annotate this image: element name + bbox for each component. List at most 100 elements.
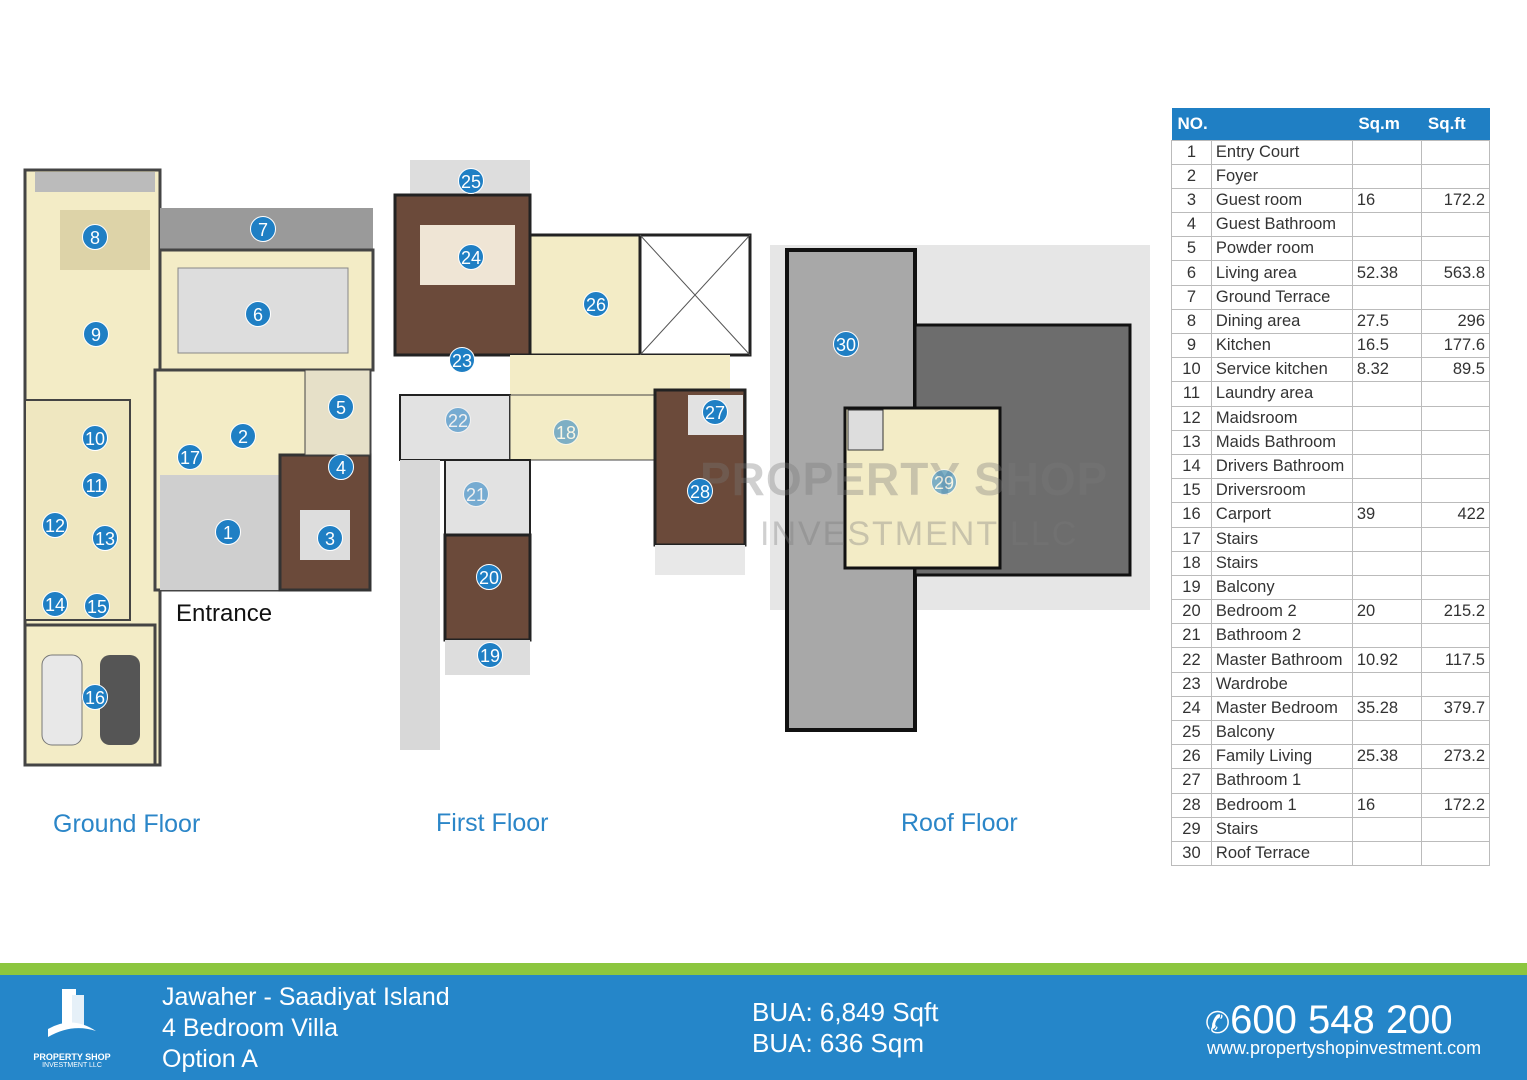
room-sqm [1351, 163, 1423, 189]
phone-icon: ✆ [1205, 1007, 1231, 1040]
room-name: Entry Court [1210, 139, 1353, 165]
room-sqft [1421, 623, 1490, 649]
villa-type: 4 Bedroom Villa [162, 1014, 339, 1042]
roof-floor-plan [770, 245, 1150, 732]
room-sqft: 177.6 [1421, 332, 1490, 359]
phone-number[interactable]: ✆600 548 200 [1205, 998, 1453, 1042]
room-name: Laundry area [1210, 381, 1353, 407]
room-sqft: 273.2 [1421, 744, 1490, 770]
header-no: NO. [1171, 108, 1212, 140]
room-sqm [1351, 574, 1423, 601]
first-floor-plan [393, 160, 752, 750]
room-name: Foyer [1210, 163, 1353, 189]
room-number: 8 [1171, 308, 1212, 335]
room-sqft: 89.5 [1421, 357, 1490, 383]
room-number: 3 [1171, 187, 1212, 214]
room-sqft [1421, 429, 1490, 455]
room-marker-25: 25 [458, 168, 484, 194]
room-marker-10: 10 [82, 425, 108, 451]
room-sqm [1351, 623, 1423, 649]
room-marker-5: 5 [328, 394, 354, 420]
room-number: 2 [1171, 163, 1212, 189]
footer-bar [0, 963, 1527, 1080]
room-sqft [1421, 212, 1490, 238]
room-number: 28 [1171, 792, 1212, 818]
building-logo-icon [48, 989, 96, 1037]
room-name: Balcony [1210, 574, 1353, 601]
first-floor-label: First Floor [436, 809, 549, 837]
room-sqm: 10.92 [1351, 647, 1423, 673]
table-header: NO. Sq.m Sq.ft [1171, 108, 1490, 140]
room-sqm [1351, 550, 1423, 576]
floor-plans [23, 160, 1150, 767]
room-sqm [1351, 719, 1423, 746]
room-sqft [1421, 840, 1490, 867]
room-sqft [1421, 139, 1490, 165]
room-marker-20: 20 [476, 564, 502, 590]
room-number: 6 [1171, 260, 1212, 286]
room-sqft [1421, 284, 1490, 310]
room-name: Living area [1210, 260, 1353, 286]
ground-floor-label: Ground Floor [53, 810, 201, 838]
room-sqft [1421, 574, 1490, 601]
room-sqft: 379.7 [1421, 695, 1490, 722]
room-sqft [1421, 405, 1490, 431]
room-sqm [1351, 671, 1423, 697]
room-name: Guest room [1210, 187, 1353, 214]
room-number: 22 [1171, 647, 1212, 673]
room-marker-3: 3 [317, 525, 343, 551]
room-sqm [1351, 381, 1423, 407]
room-sqft: 117.5 [1421, 647, 1490, 673]
room-name: Maidsroom [1210, 405, 1353, 431]
website-link[interactable]: www.propertyshopinvestment.com [1207, 1038, 1482, 1058]
room-sqm [1351, 526, 1423, 552]
room-sqft [1421, 526, 1490, 552]
room-number: 26 [1171, 744, 1212, 770]
room-sqft: 563.8 [1421, 260, 1490, 286]
room-sqft [1421, 550, 1490, 576]
room-name: Drivers Bathroom [1210, 453, 1353, 480]
room-number: 29 [1171, 816, 1212, 842]
room-number: 1 [1171, 139, 1212, 165]
room-number: 12 [1171, 405, 1212, 431]
room-sqm: 39 [1351, 502, 1423, 528]
room-number: 4 [1171, 212, 1212, 238]
room-sqm: 27.5 [1351, 308, 1423, 335]
room-sqm: 8.32 [1351, 357, 1423, 383]
room-name: Maids Bathroom [1210, 429, 1353, 455]
room-marker-30: 30 [833, 331, 859, 357]
room-sqft [1421, 719, 1490, 746]
room-sqm [1351, 478, 1423, 504]
room-sqm: 35.28 [1351, 695, 1423, 722]
room-name: Service kitchen [1210, 357, 1353, 383]
room-sqm: 16 [1351, 187, 1423, 214]
bua-sqft: BUA: 6,849 Sqft [752, 997, 939, 1027]
room-sqm: 16.5 [1351, 332, 1423, 359]
room-marker-23: 23 [449, 347, 475, 373]
room-name: Powder room [1210, 236, 1353, 262]
room-number: 24 [1171, 695, 1212, 722]
room-number: 21 [1171, 623, 1212, 649]
room-sqm [1351, 429, 1423, 455]
room-sqm [1351, 236, 1423, 262]
room-marker-15: 15 [84, 593, 110, 619]
room-number: 20 [1171, 599, 1212, 625]
project-name: Jawaher - Saadiyat Island [162, 983, 450, 1011]
header-sqm: Sq.m [1352, 108, 1422, 140]
room-name: Wardrobe [1210, 671, 1353, 697]
room-marker-11: 11 [82, 472, 108, 498]
